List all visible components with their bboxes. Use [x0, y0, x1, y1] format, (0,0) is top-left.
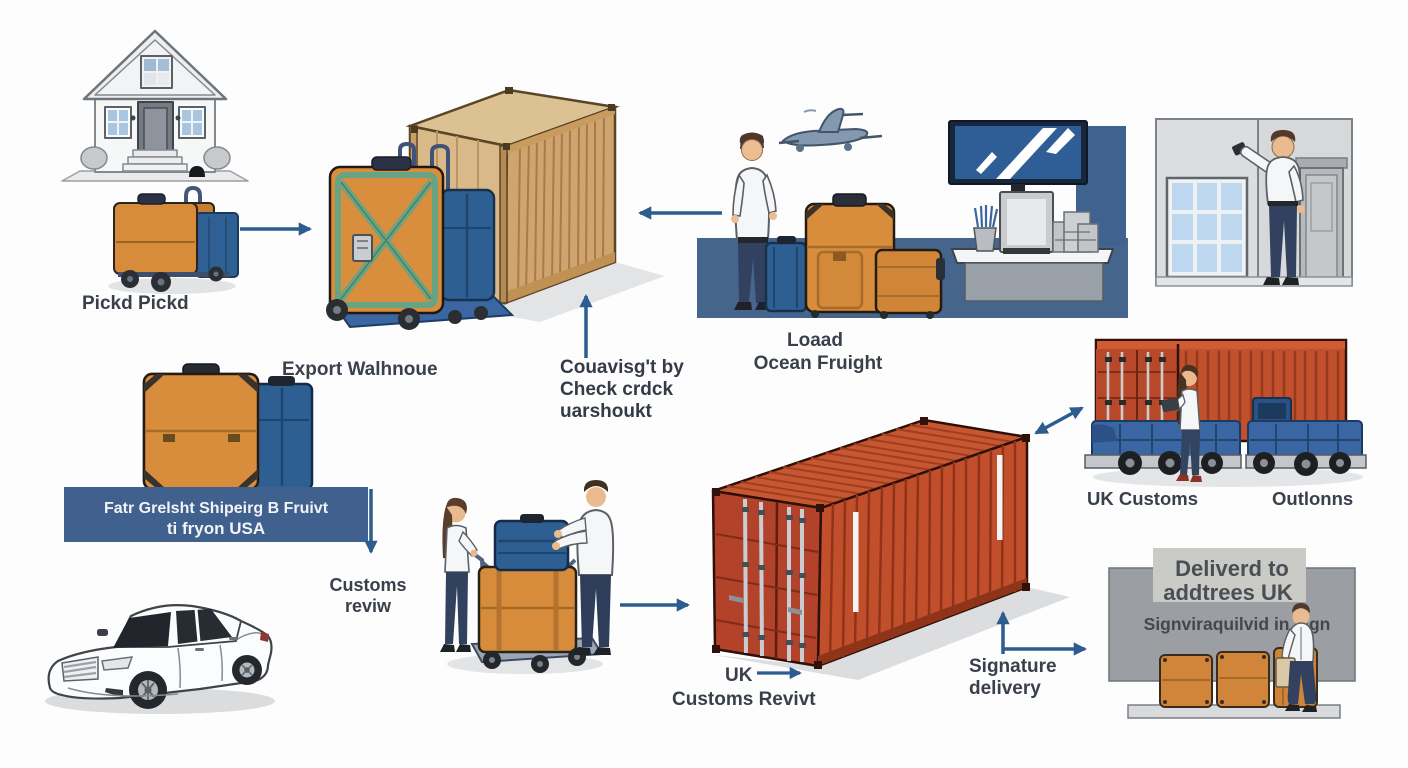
svg-text:Couavisg't by: Couavisg't by — [560, 357, 684, 378]
svg-text:addtrees UK: addtrees UK — [1163, 580, 1293, 605]
svg-text:Ocean Fruight: Ocean Fruight — [754, 353, 883, 374]
svg-text:Customs: Customs — [329, 575, 406, 595]
svg-text:ti fryon USA: ti fryon USA — [167, 519, 265, 538]
svg-text:Fatr Grelsht Shipeirg B Fruivt: Fatr Grelsht Shipeirg B Fruivt — [104, 500, 329, 517]
svg-text:Loaad: Loaad — [787, 330, 843, 351]
svg-text:Pickd Pickd: Pickd Pickd — [82, 293, 189, 314]
svg-text:Signature: Signature — [969, 656, 1057, 677]
svg-text:Signviraquilvid in eign: Signviraquilvid in eign — [1144, 614, 1331, 634]
svg-text:Export Walhnoue: Export Walhnoue — [282, 359, 438, 380]
svg-text:Outlonns: Outlonns — [1272, 488, 1353, 509]
svg-text:Check crdck: Check crdck — [560, 379, 673, 400]
svg-text:delivery: delivery — [969, 678, 1041, 699]
svg-text:UK: UK — [725, 665, 753, 686]
svg-text:Customs Revivt: Customs Revivt — [672, 689, 816, 710]
svg-text:uarshoukt: uarshoukt — [560, 401, 653, 422]
svg-text:reviw: reviw — [345, 596, 392, 616]
svg-text:UK Customs: UK Customs — [1087, 488, 1198, 509]
svg-text:Deliverd to: Deliverd to — [1175, 556, 1289, 581]
